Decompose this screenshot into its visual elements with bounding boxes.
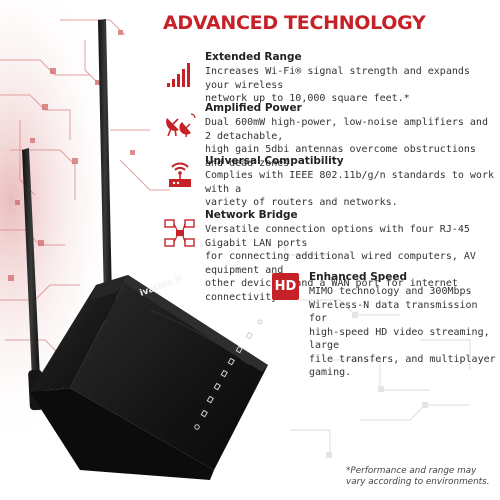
router-body [30, 275, 268, 480]
feature-description-line: Wireless-N data transmission for [309, 299, 478, 325]
feature-description-line: Versatile connection options with four R… [205, 224, 470, 249]
footnote: *Performance and range may vary accordin… [346, 466, 498, 488]
left-antenna [22, 148, 44, 411]
feature-description-line: MIMO technology and 300Mbps [309, 286, 472, 297]
footnote-line: *Performance and range may [346, 466, 477, 476]
feature-description-line: Complies with IEEE 802.11b/g/n standards… [205, 170, 494, 195]
feature-description: Dual 600mW high-power, low-noise amplifi… [205, 116, 494, 170]
feature-description-line: for connecting additional wired computer… [205, 251, 476, 276]
feature-description: Increases Wi-Fi® signal strength and exp… [205, 65, 494, 106]
feature-enhanced-speed: HD Enhanced Speed MIMO technology and 30… [272, 271, 497, 378]
feature-title: Extended Range [205, 51, 302, 63]
feature-title: Enhanced Speed [309, 271, 408, 283]
right-antenna [98, 19, 116, 320]
feature-description: Versatile connection options with four R… [205, 223, 494, 304]
feature-description-line: Dual 600mW high-power, low-noise amplifi… [205, 117, 488, 142]
brand-logo: ivation [139, 275, 183, 299]
feature-description-line: network up to 10,000 square feet.* [205, 93, 410, 104]
feature-amplified-power: Amplified Power Dual 600mW high-power, l… [164, 102, 494, 169]
feature-network-bridge: Network Bridge Versatile connection opti… [164, 209, 494, 303]
footnote-line: vary according to environments. [346, 477, 490, 487]
feature-description-line: file transfers, and multiplayer gaming. [309, 353, 496, 379]
network-bridge-icon [164, 219, 195, 247]
status-leds [194, 319, 263, 430]
feature-extended-range: Extended Range Increases Wi-Fi® signal s… [164, 51, 494, 104]
feature-description-line: variety of routers and networks. [205, 197, 398, 208]
signal-bars-icon [167, 63, 190, 87]
hd-icon: HD [272, 273, 299, 300]
feature-title: Network Bridge [205, 209, 298, 221]
feature-title: Universal Compatibility [205, 155, 344, 167]
feature-description-line: high-speed HD video streaming, large [309, 326, 490, 352]
feature-description-line: Increases Wi-Fi® signal strength and exp… [205, 66, 470, 91]
wireless-router-icon [169, 162, 191, 187]
feature-description-line: other devices, and a WAN port for intern… [205, 278, 458, 303]
page-headline: ADVANCED TECHNOLOGY [163, 12, 426, 34]
feature-description: Complies with IEEE 802.11b/g/n standards… [205, 169, 494, 210]
feature-description-line: high gain 5dbi antennas overcome obstruc… [205, 144, 476, 169]
feature-description: MIMO technology and 300Mbps Wireless-N d… [309, 285, 497, 380]
antenna-dishes-icon [166, 113, 196, 138]
feature-universal-compatibility: Universal Compatibility Complies with IE… [164, 155, 494, 208]
feature-title: Amplified Power [205, 102, 302, 114]
